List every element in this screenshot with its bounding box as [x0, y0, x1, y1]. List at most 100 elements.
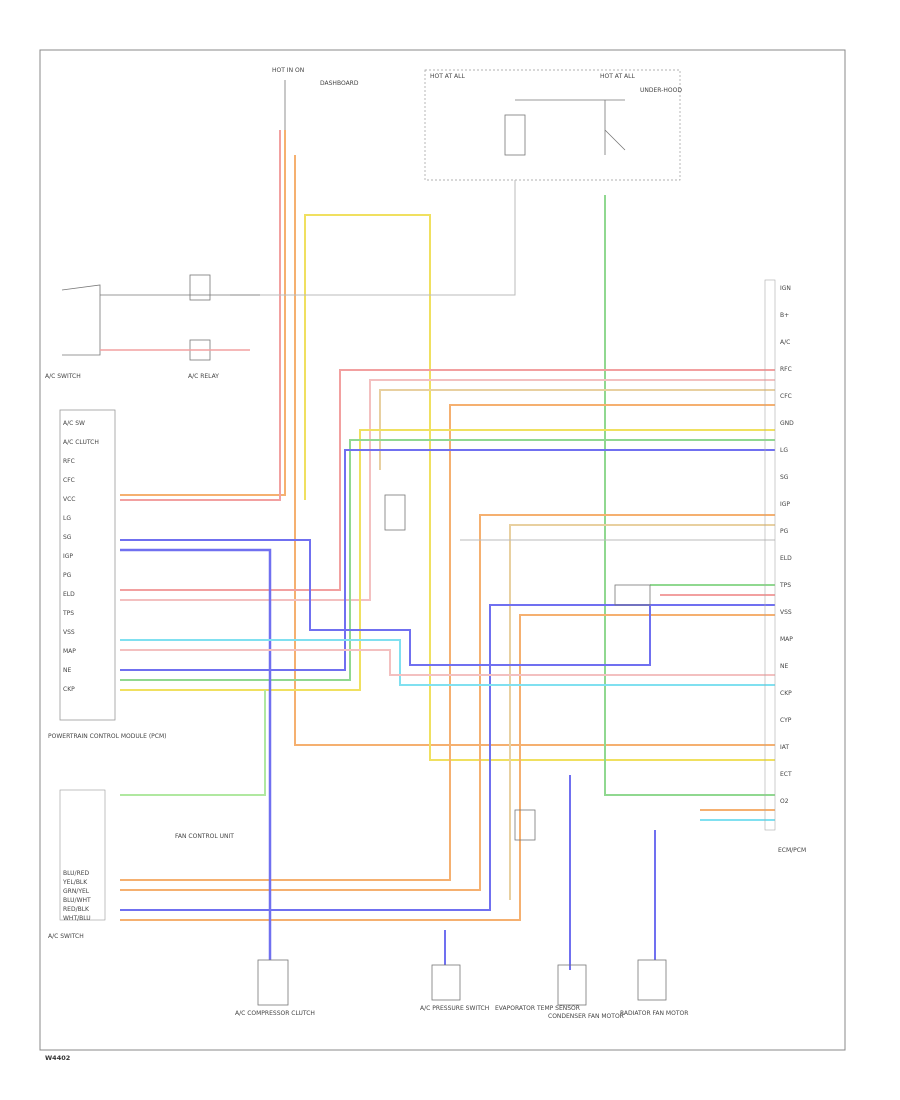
pcm-pin-label: RFC	[63, 458, 75, 465]
pcm-pin-label: A/C SW	[63, 420, 85, 427]
pcm-pin-label: CFC	[63, 477, 75, 484]
pcm-pins: A/C SW A/C CLUTCH RFC CFC VCC LG SG IGP PG ELD TPS…	[62, 420, 99, 693]
pcm-pin-label: ELD	[63, 591, 75, 598]
wire-orange-main-2	[294, 155, 775, 746]
pressure-switch-label: A/C SWITCH	[45, 373, 81, 380]
middle-relay-2	[514, 809, 536, 841]
pressure-switch-symbol	[61, 284, 101, 356]
pcm-pin-label: TPS	[62, 610, 74, 617]
pcm-pin-label: VSS	[63, 629, 75, 636]
right-pin-label: GND	[780, 420, 794, 427]
wire-lightgreen-1	[120, 690, 266, 796]
right-pin-label: MAP	[780, 636, 793, 643]
pcm-pin-label: PG	[63, 572, 72, 579]
wire-tan-1	[379, 389, 775, 470]
right-pin-label: IAT	[780, 744, 789, 751]
bottom-pins: BLU/RED YEL/BLK GRN/YEL BLU/WHT RED/BLK WHT/B…	[62, 870, 91, 922]
wires	[120, 130, 775, 970]
right-pin-label: RFC	[780, 366, 792, 373]
wire-red-1	[120, 369, 775, 591]
right-pin-label: ECT	[780, 771, 792, 778]
blower-motor	[257, 959, 289, 1006]
right-pin-label: O2	[780, 798, 789, 805]
relay-box-2-label: A/C RELAY	[188, 373, 219, 380]
right-pin-label: NE	[780, 663, 788, 670]
right-connector	[764, 279, 776, 831]
bottom-pin-label: WHT/BLU	[63, 915, 91, 922]
bottom-pin-label: RED/BLK	[63, 906, 90, 913]
right-pins: IGN B+ A/C RFC CFC GND LG SG IGP PG ELD TPS VSS MAP NE…	[779, 285, 794, 805]
right-pin-label: A/C	[780, 339, 790, 346]
fuse-box-label-right: HOT AT ALL	[600, 73, 635, 80]
wire-red-top	[120, 130, 281, 501]
fuse-box-relay	[504, 114, 526, 156]
wire-orange-1	[120, 404, 775, 881]
right-relay	[614, 584, 651, 606]
right-pin-label: LG	[780, 447, 788, 454]
diagram-frame	[39, 49, 846, 1051]
wire-orange-3	[120, 614, 775, 921]
radiator-fan-label: CONDENSER FAN MOTOR	[548, 1013, 624, 1020]
wire-gray-link	[230, 180, 516, 296]
right-pin-label: CYP	[780, 717, 792, 724]
condenser-fan-label: A/C PRESSURE SWITCH	[420, 1005, 489, 1012]
thermostat-label: EVAPORATOR TEMP SENSOR	[495, 1005, 580, 1012]
blower-label: A/C COMPRESSOR CLUTCH	[235, 1010, 315, 1017]
right-pin-label: IGP	[780, 501, 790, 508]
right-pin-label: IGN	[780, 285, 791, 292]
pcm-pin-label: MAP	[63, 648, 76, 655]
right-pin-label: ELD	[780, 555, 792, 562]
condenser-fan-motor	[431, 964, 461, 1001]
right-pin-label: CFC	[780, 393, 792, 400]
fan-control-label: FAN CONTROL UNIT	[175, 833, 234, 840]
pcm-pin-label: VCC	[63, 496, 75, 503]
top-left-fuse-label: DASHBOARD	[320, 80, 359, 87]
pcm-pin-label: SG	[63, 534, 72, 541]
right-pin-label: SG	[780, 474, 789, 481]
bottom-pin-label: GRN/YEL	[63, 888, 90, 895]
wire-yellow-top	[304, 214, 775, 761]
ecm-label: ECM/PCM	[778, 847, 806, 854]
right-pin-label: CKP	[780, 690, 792, 697]
pcm-pin-label: NE	[63, 667, 71, 674]
bottom-left-label: A/C SWITCH	[48, 933, 84, 940]
right-pin-label: B+	[780, 312, 789, 319]
wire-cyan-1	[120, 639, 775, 686]
wire-green-1	[120, 439, 775, 681]
pcm-label: POWERTRAIN CONTROL MODULE (PCM)	[48, 733, 166, 740]
wire-pink-1	[120, 379, 775, 601]
wire-blue-big	[120, 548, 272, 960]
wire-pink-2	[120, 649, 775, 676]
wire-green-right	[604, 195, 775, 796]
wire-tan-2	[509, 524, 775, 900]
bottom-pin-label: BLU/WHT	[63, 897, 91, 904]
pcm-pin-label: LG	[63, 515, 71, 522]
wire-orange-main	[120, 130, 286, 496]
pcm-pin-label: IGP	[63, 553, 73, 560]
right-pin-label: VSS	[780, 609, 792, 616]
wire-yellow-1	[120, 429, 775, 691]
top-left-label: HOT IN ON	[272, 67, 304, 74]
corner-label: W4402	[45, 1054, 70, 1062]
wire-blue-loop	[120, 539, 651, 666]
pcm-pin-label: A/C CLUTCH	[63, 439, 99, 446]
blower-2-label: RADIATOR FAN MOTOR	[620, 1010, 688, 1017]
bottom-pin-label: YEL/BLK	[62, 879, 88, 886]
pcm-connector	[59, 409, 116, 721]
middle-relay-1	[384, 494, 406, 531]
fuse-box-switch	[604, 129, 626, 151]
relay-box-1	[189, 274, 211, 301]
fuse-box-label-left: HOT AT ALL	[430, 73, 465, 80]
bottom-pin-label: BLU/RED	[63, 870, 90, 877]
right-pin-label: PG	[780, 528, 789, 535]
fuse-box-outline	[424, 69, 681, 181]
right-pin-label: TPS	[779, 582, 791, 589]
wire-orange-2	[120, 514, 775, 891]
pcm-pin-label: CKP	[63, 686, 75, 693]
radiator-fan-motor	[557, 964, 587, 1006]
wire-blue-1	[120, 449, 775, 671]
bottom-left-connector	[59, 789, 106, 921]
blower-motor-2	[637, 959, 667, 1001]
fuse-box-relay-label: UNDER-HOOD	[640, 87, 682, 94]
